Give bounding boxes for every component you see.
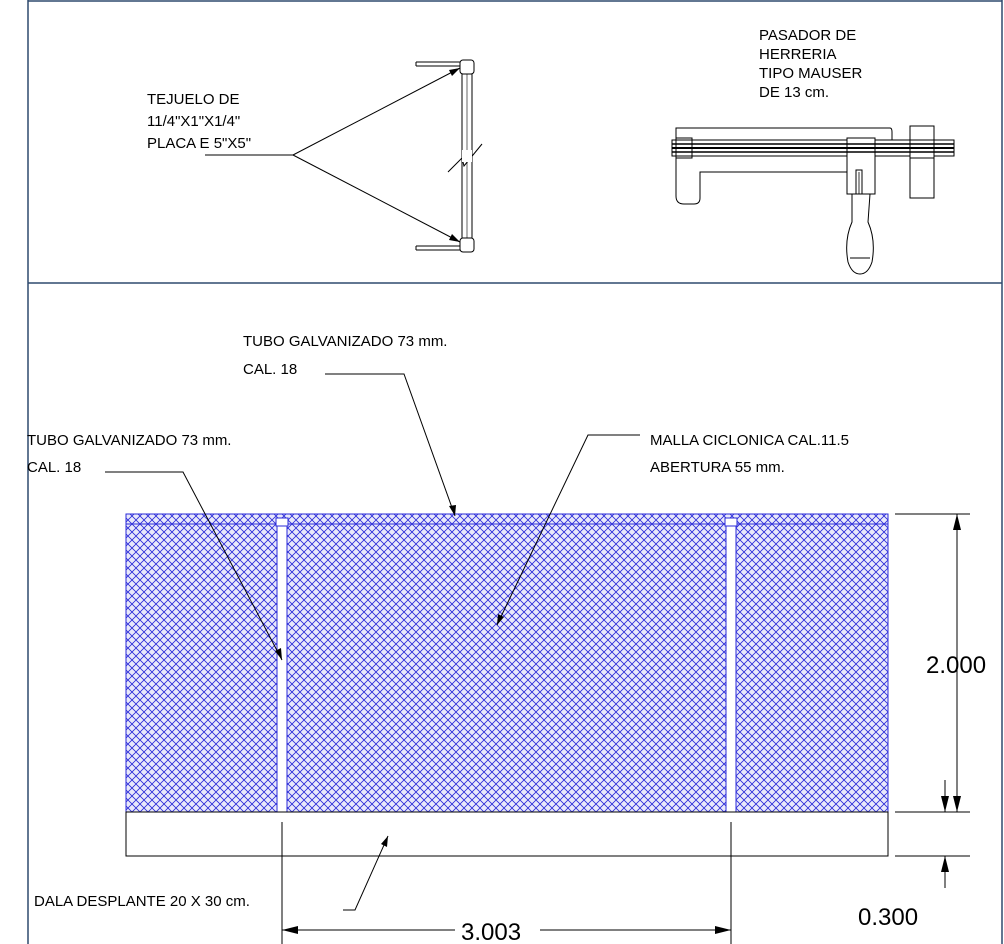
tejuelo-label-line-3: PLACA E 5"X5" [147,135,251,152]
pasador-label-line-2: HERRERIA [759,46,837,63]
mesh-label-line-1: MALLA CICLONICA CAL.11.5 [650,432,849,449]
post-right [725,523,737,813]
dala-label: DALA DESPLANTE 20 X 30 cm. [34,893,250,910]
pasador-label-line-4: DE 13 cm. [759,84,829,101]
fence-elevation [125,513,889,857]
tejuelo-detail: TEJUELO DE 11/4"X1"X1/4" PLACA E 5"X5" [147,59,483,253]
tube-left-label-line-1: TUBO GALVANIZADO 73 mm. [27,432,231,449]
pasador-label-line-3: TIPO MAUSER [759,65,863,82]
top-rail [125,513,889,525]
width-dimension: 3.003 [461,919,521,944]
pasador-label-line-1: PASADOR DE [759,27,856,44]
sheet-frame [27,0,1003,944]
pasador-detail: PASADOR DE HERRERIA TIPO MAUSER DE 13 cm… [671,27,955,275]
tejuelo-label-line-2: 11/4"X1"X1/4" [147,113,240,130]
mesh-panel [125,513,889,813]
tube-left-label-line-2: CAL. 18 [27,459,81,476]
dimensions: 2.000 0.300 3.003 [281,513,986,944]
dala-height-dimension: 0.300 [858,904,918,931]
fence-labels: TUBO GALVANIZADO 73 mm. CAL. 18 TUBO GAL… [27,333,849,911]
tube-top-label-line-1: TUBO GALVANIZADO 73 mm. [243,333,447,350]
post-left [276,523,288,813]
height-dimension: 2.000 [926,652,986,679]
mesh-label-line-2: ABERTURA 55 mm. [650,459,785,476]
dala-footing [125,811,889,857]
tejuelo-label-line-1: TEJUELO DE [147,91,240,108]
tube-top-label-line-2: CAL. 18 [243,361,297,378]
